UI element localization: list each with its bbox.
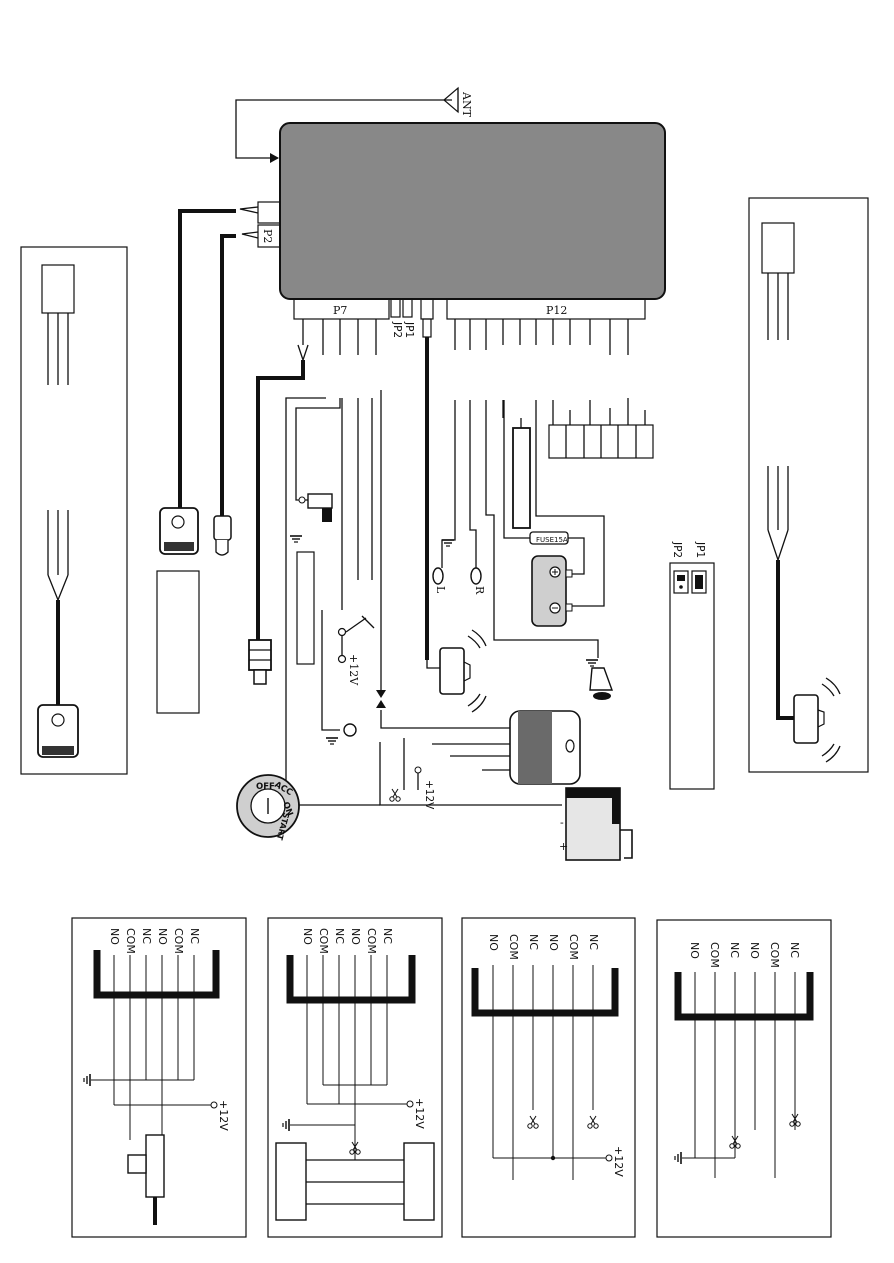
- jumper-jp2-label: JP2: [671, 541, 683, 558]
- p2-label: P2: [261, 229, 274, 243]
- jp1-label: JP1: [403, 321, 415, 338]
- led-indicator: [213, 515, 232, 556]
- p7-label: P7: [333, 304, 347, 317]
- p3-contact-3: NC: [527, 934, 540, 950]
- ignition-on-label: ON: [280, 801, 294, 818]
- p1-contact-3: NC: [140, 928, 153, 944]
- hood-switch-12v-label: +12V: [347, 654, 360, 686]
- control-unit: [279, 122, 666, 300]
- antenna-label: ANT: [460, 91, 473, 118]
- jp-connectors: JP2 JP1: [390, 298, 434, 660]
- p4-contact-6: NC: [788, 942, 801, 958]
- p1-contact-6: NC: [188, 928, 201, 944]
- ignition-switch: OFF ACC ON START: [236, 774, 300, 841]
- p1-contact-5: COM: [172, 928, 185, 954]
- jp2-label: JP2: [391, 321, 403, 338]
- p2-contact-3: NC: [333, 928, 346, 944]
- starter-relay: [404, 710, 581, 785]
- antenna: ANT: [235, 86, 473, 163]
- jumper-jp1-label: JP1: [694, 541, 706, 558]
- p2-contact-2: COM: [317, 928, 330, 954]
- relay-panel-3: NO COM NC NO COM NC +12V: [461, 917, 636, 1238]
- plus-label: +: [559, 840, 568, 853]
- jumper-panel: JP2 JP1: [669, 541, 715, 790]
- p3-contact-1: NO: [487, 934, 500, 951]
- p1-supply-label: +12V: [217, 1100, 230, 1131]
- left-inset-panel: [20, 246, 200, 775]
- p1-contact-4: NO: [156, 928, 169, 945]
- relay-panel-2: NO COM NC NO COM NC +12V: [267, 917, 443, 1238]
- battery-circuit: FUSE15A: [503, 400, 605, 627]
- speaker-left-label: L: [434, 586, 447, 594]
- p3-contact-6: NC: [587, 934, 600, 950]
- starter-motor: - +: [559, 787, 633, 861]
- p2-contact-5: COM: [365, 928, 378, 954]
- p3-supply-label: +12V: [612, 1146, 625, 1177]
- minus-label: -: [560, 816, 564, 829]
- speaker-right-label: R: [473, 586, 486, 595]
- p2-contact-1: NO: [301, 928, 314, 945]
- ignition-wiring: +12V: [284, 738, 562, 810]
- p7-connector: P7: [256, 298, 390, 640]
- fuse-label: FUSE15A: [536, 536, 568, 544]
- p3-contact-2: COM: [507, 934, 520, 960]
- p12-connector: P12: [446, 298, 646, 355]
- p1-contact-2: COM: [124, 928, 137, 954]
- p12-label: P12: [546, 304, 567, 317]
- p4-contact-5: COM: [768, 942, 781, 968]
- p2-supply-label: +12V: [413, 1098, 426, 1129]
- p1-contact-1: NO: [108, 928, 121, 945]
- p4-contact-1: NO: [688, 942, 701, 959]
- remote-transmitter-1: [159, 507, 199, 555]
- ignition-12v-label: +12V: [423, 780, 435, 810]
- p3-contact-5: COM: [567, 934, 580, 960]
- relay-panel-1: NO COM NC NO COM NC +12V: [71, 917, 247, 1238]
- shock-sensor: [426, 629, 487, 713]
- relay-panel-4: NO COM NC NO COM NC: [656, 919, 832, 1238]
- p4-contact-4: NO: [748, 942, 761, 959]
- p4-contact-2: COM: [708, 942, 721, 968]
- p3-contact-4: NO: [547, 934, 560, 951]
- p4-contact-3: NC: [728, 942, 741, 958]
- p2-contact-4: NO: [349, 928, 362, 945]
- p7-wiring: +12V: [285, 390, 404, 800]
- right-inset-panel: [748, 197, 869, 773]
- ignition-off-label: OFF: [256, 782, 275, 792]
- p12-wiring: L R: [432, 398, 654, 700]
- p2-connector: P2: [178, 201, 281, 518]
- siren-plug: [248, 639, 272, 685]
- p2-contact-6: NC: [381, 928, 394, 944]
